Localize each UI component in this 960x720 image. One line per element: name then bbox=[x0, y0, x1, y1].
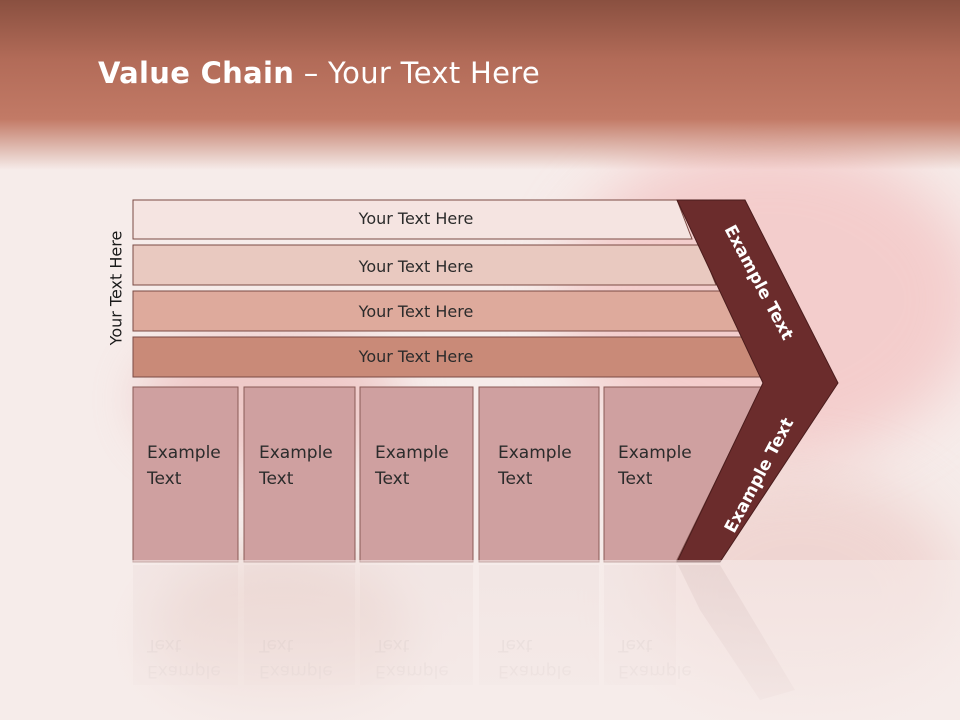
bar-1[interactable] bbox=[132, 199, 693, 240]
column-1[interactable] bbox=[132, 386, 239, 563]
column-2[interactable] bbox=[243, 386, 356, 563]
slide-title: Value Chain – Your Text Here bbox=[98, 56, 540, 90]
bar-3-label: Your Text Here bbox=[358, 302, 474, 321]
column-4[interactable] bbox=[478, 386, 600, 563]
bar-2-label: Your Text Here bbox=[358, 257, 474, 276]
bar-1-label: Your Text Here bbox=[358, 209, 474, 228]
title-rest: – Your Text Here bbox=[294, 56, 540, 90]
reflection-fade bbox=[0, 560, 960, 720]
title-bold: Value Chain bbox=[98, 56, 295, 90]
column-3[interactable] bbox=[359, 386, 474, 563]
bar-2[interactable] bbox=[132, 244, 717, 286]
bar-4-label: Your Text Here bbox=[358, 347, 474, 366]
title-band bbox=[0, 0, 960, 170]
